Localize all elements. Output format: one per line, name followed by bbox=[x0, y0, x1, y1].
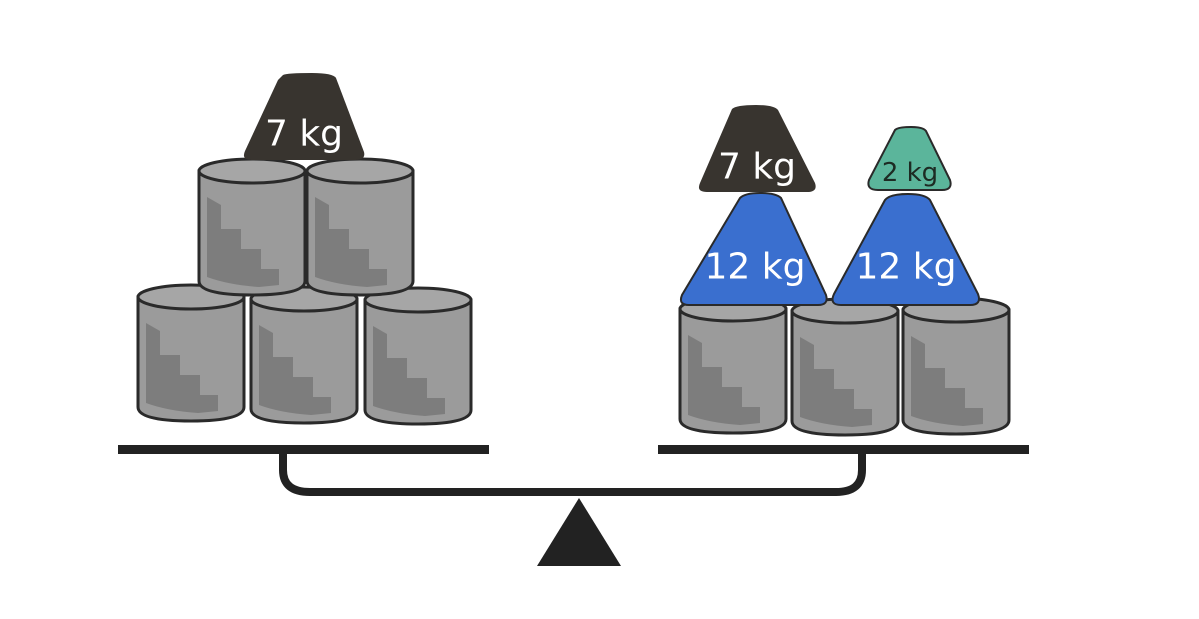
fulcrum bbox=[537, 498, 621, 566]
can bbox=[136, 283, 246, 423]
right-weight-12kg-right: 12 kg bbox=[831, 192, 980, 306]
weight-label: 7 kg bbox=[718, 147, 796, 188]
left-can-group bbox=[136, 157, 473, 426]
can bbox=[197, 157, 307, 297]
right-weight-7kg: 7 kg bbox=[698, 105, 816, 192]
weight-label: 7 kg bbox=[265, 114, 343, 155]
left-weight-7kg: 7 kg bbox=[243, 73, 365, 160]
can bbox=[790, 297, 900, 437]
can bbox=[678, 295, 788, 435]
can bbox=[901, 296, 1011, 436]
right-pan bbox=[658, 445, 1029, 454]
weight-label: 2 kg bbox=[882, 158, 938, 188]
beam bbox=[279, 452, 866, 496]
can bbox=[363, 286, 473, 426]
can bbox=[249, 285, 359, 425]
left-pan bbox=[118, 445, 489, 454]
right-weight-12kg-left: 12 kg bbox=[679, 191, 828, 306]
weight-label: 12 kg bbox=[705, 247, 806, 288]
can bbox=[305, 157, 415, 297]
right-can-group bbox=[678, 295, 1011, 437]
right-weight-2kg: 2 kg bbox=[867, 125, 952, 191]
weight-label: 12 kg bbox=[856, 247, 957, 288]
